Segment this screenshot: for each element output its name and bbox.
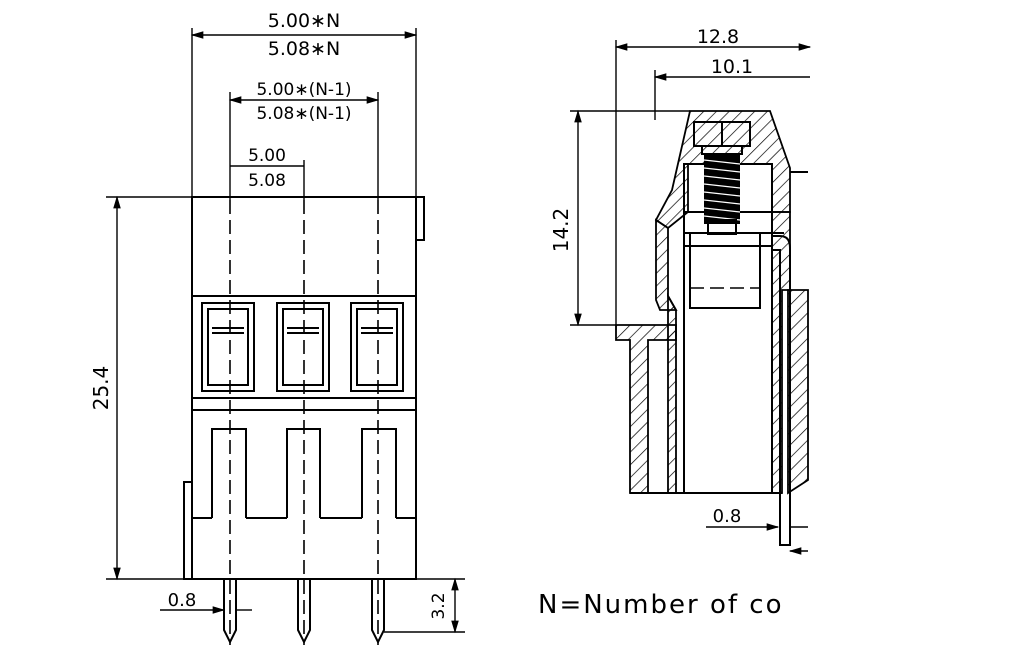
dim-pitch-label-a: 5.00 bbox=[248, 146, 286, 166]
screw-thread bbox=[703, 154, 741, 224]
dim-pitch: 5.00 5.08 bbox=[230, 146, 304, 191]
dim-total-label-b: 5.08∗N bbox=[268, 38, 340, 60]
dim-span-label-b: 5.08∗(N-1) bbox=[256, 104, 351, 124]
dim-side-pin-width: 0.8 bbox=[706, 506, 808, 555]
wire-slots bbox=[192, 428, 416, 519]
dim-span: 5.00∗(N-1) 5.08∗(N-1) bbox=[228, 80, 380, 124]
side-view: 12.8 10.1 14.2 bbox=[549, 26, 812, 555]
dim-depth-body: 10.1 bbox=[653, 56, 810, 81]
dim-depth-body-label: 10.1 bbox=[711, 56, 753, 78]
dim-depth-total-label: 12.8 bbox=[697, 26, 739, 48]
dim-height: 25.4 bbox=[89, 195, 192, 581]
dim-height-label: 25.4 bbox=[89, 366, 113, 411]
dim-pin-length-label: 3.2 bbox=[429, 592, 449, 619]
dim-total-width: 5.00∗N 5.08∗N bbox=[190, 10, 418, 60]
dim-pin-length: 3.2 bbox=[384, 577, 465, 634]
dim-total-label-a: 5.00∗N bbox=[268, 10, 340, 32]
dim-side-height: 14.2 bbox=[549, 109, 690, 327]
dim-span-label-a: 5.00∗(N-1) bbox=[256, 80, 351, 100]
front-view: 5.00∗N 5.08∗N 5.00∗(N-1) 5.08∗(N-1) 5.00… bbox=[89, 10, 465, 645]
dim-side-height-label: 14.2 bbox=[549, 208, 573, 253]
screw bbox=[693, 121, 751, 235]
dim-pitch-label-b: 5.08 bbox=[248, 171, 286, 191]
dim-pin-width: 0.8 bbox=[160, 590, 252, 614]
dim-depth-total: 12.8 bbox=[614, 26, 812, 51]
dim-side-pin-width-label: 0.8 bbox=[713, 506, 742, 527]
dim-pin-width-label: 0.8 bbox=[168, 590, 197, 611]
note-text: N=Number of co bbox=[538, 590, 783, 620]
screw-windows bbox=[201, 302, 404, 392]
